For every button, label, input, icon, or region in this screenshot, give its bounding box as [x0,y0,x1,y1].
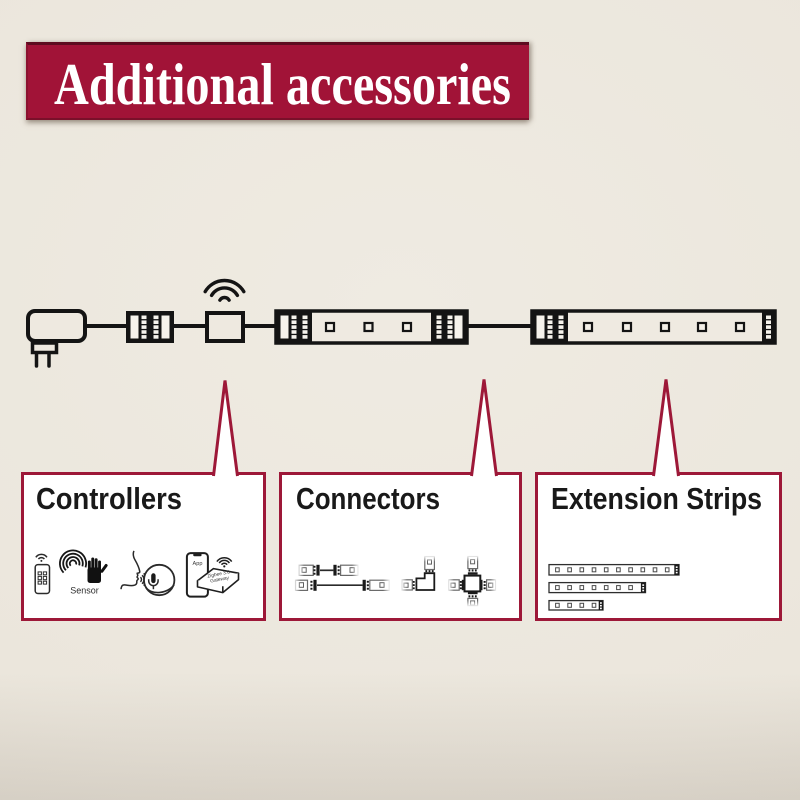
svg-text:App: App [193,561,203,567]
svg-text:Sensor: Sensor [70,586,99,596]
svg-text:Gateway: Gateway [210,575,230,585]
svg-text:Zigbee 3.0: Zigbee 3.0 [207,569,231,579]
